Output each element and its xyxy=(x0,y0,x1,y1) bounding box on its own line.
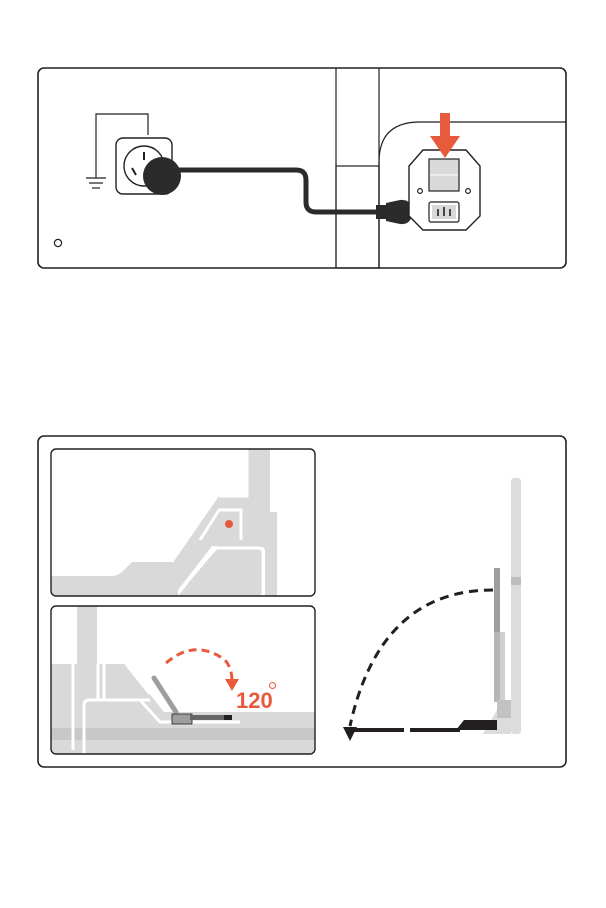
indicator-dot xyxy=(54,239,61,246)
hinge-point-marker xyxy=(225,520,233,528)
stand-side-view xyxy=(343,478,521,741)
stand-unfold-panel xyxy=(0,430,606,780)
swing-arc xyxy=(350,590,493,726)
degree-symbol-icon xyxy=(269,682,276,689)
iec-plug-connector xyxy=(376,200,412,224)
power-plug-icon xyxy=(143,157,181,195)
wall-divider xyxy=(336,68,379,268)
rotation-angle-label: 120 xyxy=(236,688,273,714)
power-connection-panel xyxy=(0,0,606,300)
power-cable xyxy=(178,170,378,212)
lever-rotate-inset xyxy=(51,606,315,754)
power-switch-module xyxy=(409,150,480,230)
rotate-arrow-icon xyxy=(166,650,232,681)
hinge-closeup-inset xyxy=(51,449,315,596)
iec-socket-icon xyxy=(429,202,459,222)
arrow-down-icon xyxy=(343,727,357,741)
